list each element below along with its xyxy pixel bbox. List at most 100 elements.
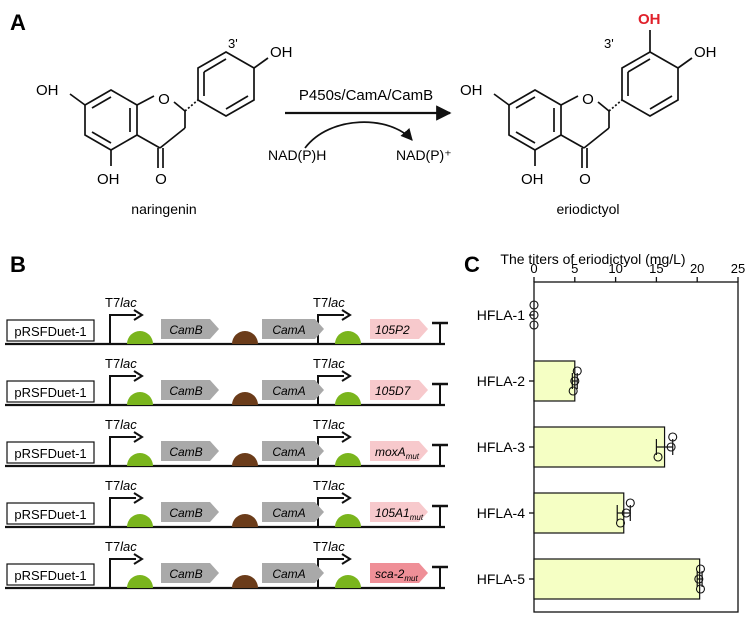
naringenin-name: naringenin: [131, 201, 196, 217]
cama-gene-label: CamA: [272, 506, 305, 520]
p450-gene-label: sca-2mut: [375, 567, 418, 583]
x-tick-label: 10: [608, 261, 622, 276]
eriodictyol-keto-oxygen: O: [579, 171, 591, 188]
camb-gene-arrow: [161, 563, 219, 583]
plasmid-label: pRSFDuet-1: [14, 568, 86, 583]
plasmid-box: [6, 502, 95, 525]
naringenin-oh-5: OH: [97, 171, 120, 188]
eriodictyol-oxygen: O: [582, 91, 594, 108]
plasmid-label: pRSFDuet-1: [14, 385, 86, 400]
promoter-arrowhead: [341, 553, 352, 565]
camb-gene-arrow: [161, 441, 219, 461]
promoter-arrow: [109, 314, 136, 344]
replicate-point: [529, 320, 539, 330]
category-label: HFLA-4: [477, 505, 525, 521]
replicate-point: [666, 442, 676, 452]
promoter-arrow: [109, 436, 136, 466]
cama-gene-arrow: [262, 563, 324, 583]
plasmid-label: pRSFDuet-1: [14, 324, 86, 339]
p450-gene-arrow: [370, 380, 428, 400]
rbs-shape: [127, 453, 153, 466]
spacer-shape: [232, 514, 258, 527]
camb-gene-label: CamB: [169, 445, 202, 459]
rbs-shape: [127, 392, 153, 405]
p450-gene-label: 105A1mut: [375, 506, 424, 522]
plasmid-label: pRSFDuet-1: [14, 507, 86, 522]
category-label: HFLA-3: [477, 439, 525, 455]
replicate-point: [570, 376, 580, 386]
promoter-arrowhead: [341, 309, 352, 321]
rbs-shape: [127, 331, 153, 344]
p450-gene-label: moxAmut: [375, 445, 420, 461]
rbs-shape: [335, 331, 361, 344]
x-tick-label: 15: [649, 261, 663, 276]
promoter-arrowhead: [133, 309, 144, 321]
cama-gene-arrow: [262, 441, 324, 461]
spacer-shape: [232, 453, 258, 466]
promoter-label: T7lac: [105, 539, 137, 554]
camb-gene-label: CamB: [169, 323, 202, 337]
promoter-arrowhead: [341, 492, 352, 504]
rbs-shape: [335, 514, 361, 527]
promoter-arrowhead: [133, 431, 144, 443]
promoter-arrowhead: [133, 492, 144, 504]
cama-gene-label: CamA: [272, 445, 305, 459]
replicate-point: [668, 432, 678, 442]
plasmid-box: [6, 441, 95, 464]
promoter-arrowhead: [133, 370, 144, 382]
p450-gene-label: 105D7: [375, 384, 412, 398]
p450-gene-arrow: [370, 441, 428, 461]
replicate-point: [653, 452, 663, 462]
cama-gene-label: CamA: [272, 384, 305, 398]
panel-a-label: A: [10, 10, 26, 35]
category-label: HFLA-1: [477, 307, 525, 323]
eriodictyol-oh-4prime: OH: [694, 44, 717, 61]
camb-gene-arrow: [161, 380, 219, 400]
plasmid-label: pRSFDuet-1: [14, 446, 86, 461]
reaction-reagent: P450s/CamA/CamB: [299, 87, 433, 104]
promoter-arrowhead: [133, 553, 144, 565]
p450-gene-label: 105P2: [375, 323, 410, 337]
plasmid-box: [6, 319, 95, 342]
eriodictyol-oh-5: OH: [521, 171, 544, 188]
promoter-label: T7lac: [105, 417, 137, 432]
promoter-label: T7lac: [105, 478, 137, 493]
replicate-point: [694, 574, 704, 584]
promoter-label: T7lac: [105, 295, 137, 310]
cama-gene-label: CamA: [272, 567, 305, 581]
replicate-point: [568, 386, 578, 396]
promoter-arrowhead: [341, 431, 352, 443]
naringenin-oh-7: OH: [36, 82, 59, 99]
replicate-point: [695, 564, 706, 574]
replicate-point: [572, 366, 582, 376]
camb-gene-label: CamB: [169, 384, 202, 398]
cofactor-in: NAD(P)H: [268, 147, 326, 163]
eriodictyol-oh-3prime: OH: [638, 11, 661, 28]
replicate-point: [621, 508, 631, 518]
eriodictyol-oh-7: OH: [460, 82, 483, 99]
rbs-shape: [127, 514, 153, 527]
promoter-label: T7lac: [313, 417, 345, 432]
naringenin-position-3prime: 3': [228, 36, 238, 51]
replicate-point: [615, 518, 626, 528]
x-tick-label: 5: [571, 261, 578, 276]
cama-gene-arrow: [262, 380, 324, 400]
bar: [533, 426, 666, 468]
eriodictyol-structure: [493, 30, 693, 168]
rbs-shape: [127, 575, 153, 588]
eriodictyol-name: eriodictyol: [556, 201, 619, 217]
bar: [533, 360, 576, 402]
panel-a: A O OH OH O OH 3' narin: [10, 10, 717, 217]
p450-gene-arrow: [370, 502, 428, 522]
category-label: HFLA-5: [477, 571, 525, 587]
promoter-label: T7lac: [313, 539, 345, 554]
promoter-arrow: [109, 375, 136, 405]
replicate-point: [695, 584, 706, 594]
